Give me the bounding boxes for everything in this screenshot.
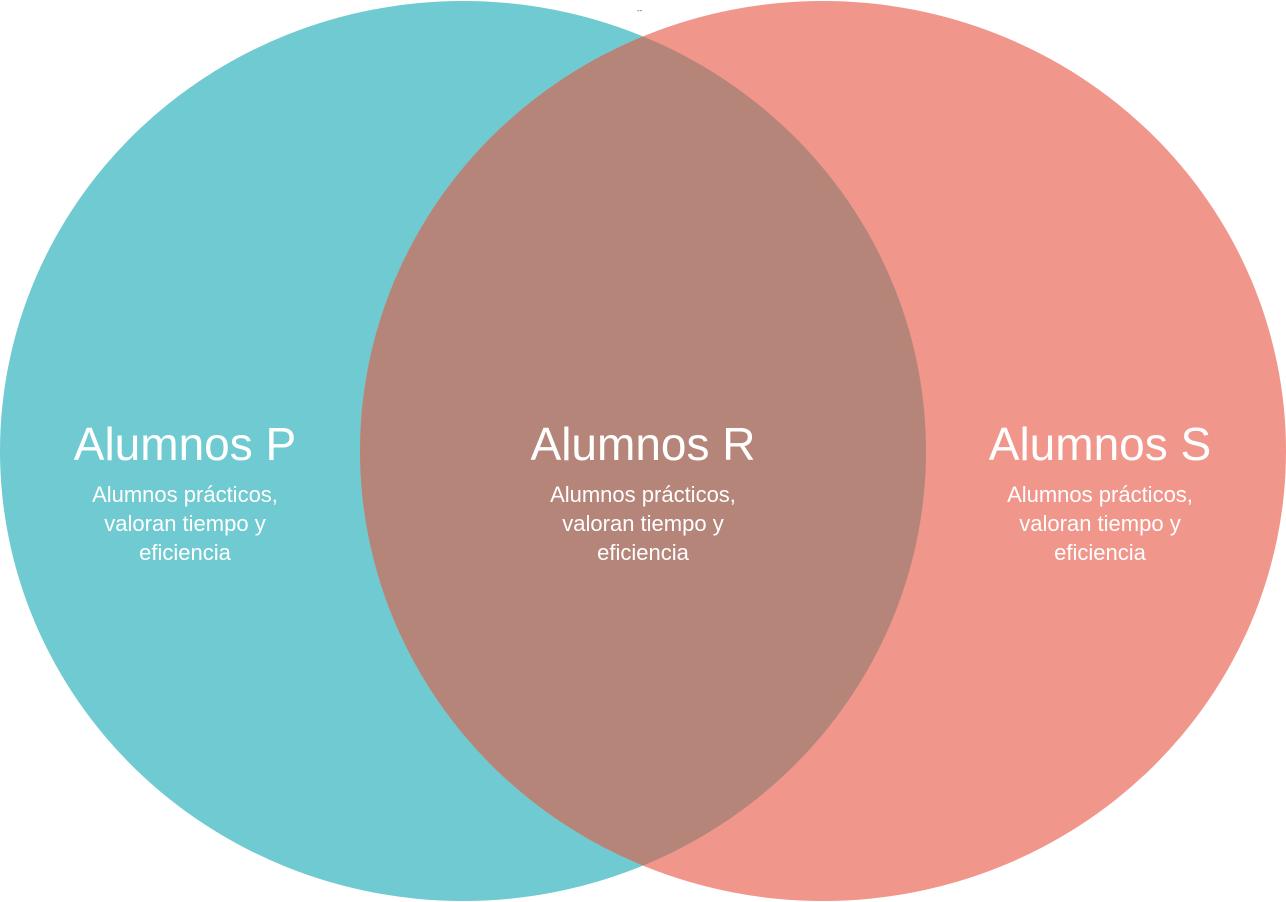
region-s-description: Alumnos prácticos, valoran tiempo y efic…	[1007, 482, 1193, 565]
intersection-region	[360, 1, 926, 901]
region-alumnos-r: Alumnos R Alumnos prácticos, valoran tie…	[493, 418, 793, 567]
top-marker-text: --	[637, 6, 643, 15]
region-p-title: Alumnos P	[73, 418, 297, 470]
region-p-description: Alumnos prácticos, valoran tiempo y efic…	[92, 482, 278, 565]
region-alumnos-p: Alumnos P Alumnos prácticos, valoran tie…	[35, 418, 335, 567]
region-r-title: Alumnos R	[530, 418, 756, 470]
region-alumnos-s: Alumnos S Alumnos prácticos, valoran tie…	[950, 418, 1250, 567]
region-r-description: Alumnos prácticos, valoran tiempo y efic…	[550, 482, 736, 565]
region-s-title: Alumnos S	[988, 418, 1212, 470]
